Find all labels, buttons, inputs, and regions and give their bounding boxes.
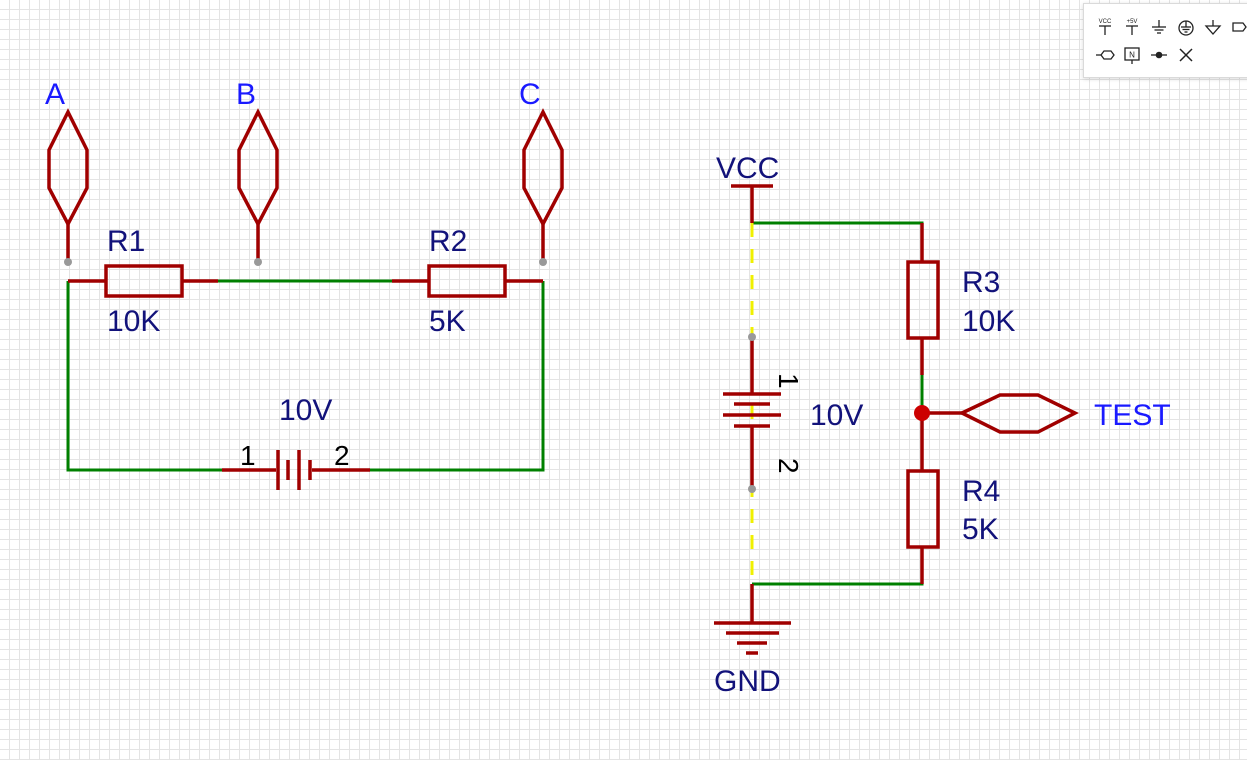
pin-dot — [748, 485, 756, 493]
r1-value: 10K — [107, 305, 160, 338]
net-label-icon[interactable]: N — [1121, 44, 1143, 66]
wire-group-left[interactable] — [66, 279, 545, 472]
left-circuit: A B C R1 10K R2 — [45, 78, 564, 490]
pin-dot — [539, 258, 547, 266]
net-junction-icon[interactable] — [1148, 44, 1170, 66]
net-label-b: B — [236, 78, 256, 111]
junction-dot[interactable] — [914, 405, 930, 421]
wire[interactable] — [66, 281, 225, 472]
ground-icon[interactable] — [1148, 16, 1170, 38]
plus5v-icon[interactable]: +5V — [1121, 16, 1143, 38]
gnd-symbol[interactable]: GND — [714, 584, 791, 698]
wire[interactable] — [752, 547, 924, 586]
right-circuit: VCC 10V 1 2 GND — [714, 152, 1171, 698]
net-port-test[interactable]: TEST — [922, 393, 1171, 434]
battery-right[interactable]: 10V 1 2 — [723, 333, 863, 493]
svg-text:+5V: +5V — [1127, 19, 1138, 25]
pin-dot — [748, 333, 756, 341]
r2-designator: R2 — [429, 225, 467, 258]
net-label-test: TEST — [1094, 399, 1171, 432]
resistor-r3[interactable]: R3 10K — [906, 223, 1015, 375]
r4-designator: R4 — [962, 475, 1000, 508]
wire[interactable] — [368, 281, 545, 472]
pin-dot — [64, 258, 72, 266]
vcc-label: VCC — [716, 152, 779, 185]
net-port-b[interactable]: B — [236, 78, 279, 266]
net-label-c: C — [519, 78, 541, 111]
battery-pin1: 1 — [773, 373, 804, 389]
net-flag-icon[interactable] — [1094, 44, 1116, 66]
net-port-a[interactable]: A — [45, 78, 89, 266]
battery-pin2: 2 — [773, 458, 804, 474]
resistor-r4[interactable]: R4 5K — [906, 413, 1000, 584]
resistor-r1[interactable]: R1 10K — [68, 225, 218, 338]
battery-pin1: 1 — [240, 440, 256, 471]
vcc-power-symbol[interactable]: VCC — [716, 152, 779, 223]
net-label-a: A — [45, 78, 65, 111]
battery-pin2: 2 — [334, 440, 350, 471]
resistor-r2[interactable]: R2 5K — [392, 225, 543, 338]
r3-value: 10K — [962, 305, 1015, 338]
svg-text:VCC: VCC — [1099, 19, 1112, 25]
r3-designator: R3 — [962, 266, 1000, 299]
gnd-label: GND — [714, 665, 781, 698]
svg-text:N: N — [1129, 51, 1135, 60]
earth-ground-icon[interactable] — [1175, 16, 1197, 38]
r1-designator: R1 — [107, 225, 145, 258]
net-port-icon[interactable] — [1228, 16, 1247, 38]
r2-value: 5K — [429, 305, 466, 338]
battery-left[interactable]: 10V 1 2 — [222, 394, 370, 490]
wire[interactable] — [752, 221, 924, 262]
net-port-c[interactable]: C — [519, 78, 564, 266]
battery-value: 10V — [279, 394, 332, 427]
analog-ground-icon[interactable] — [1202, 16, 1224, 38]
pin-dot — [254, 258, 262, 266]
vcc-icon[interactable]: VCC — [1094, 16, 1116, 38]
battery-value: 10V — [810, 399, 863, 432]
r4-value: 5K — [962, 513, 999, 546]
wiring-toolbar: VCC +5V — [1083, 3, 1247, 78]
no-connect-icon[interactable] — [1175, 44, 1197, 66]
